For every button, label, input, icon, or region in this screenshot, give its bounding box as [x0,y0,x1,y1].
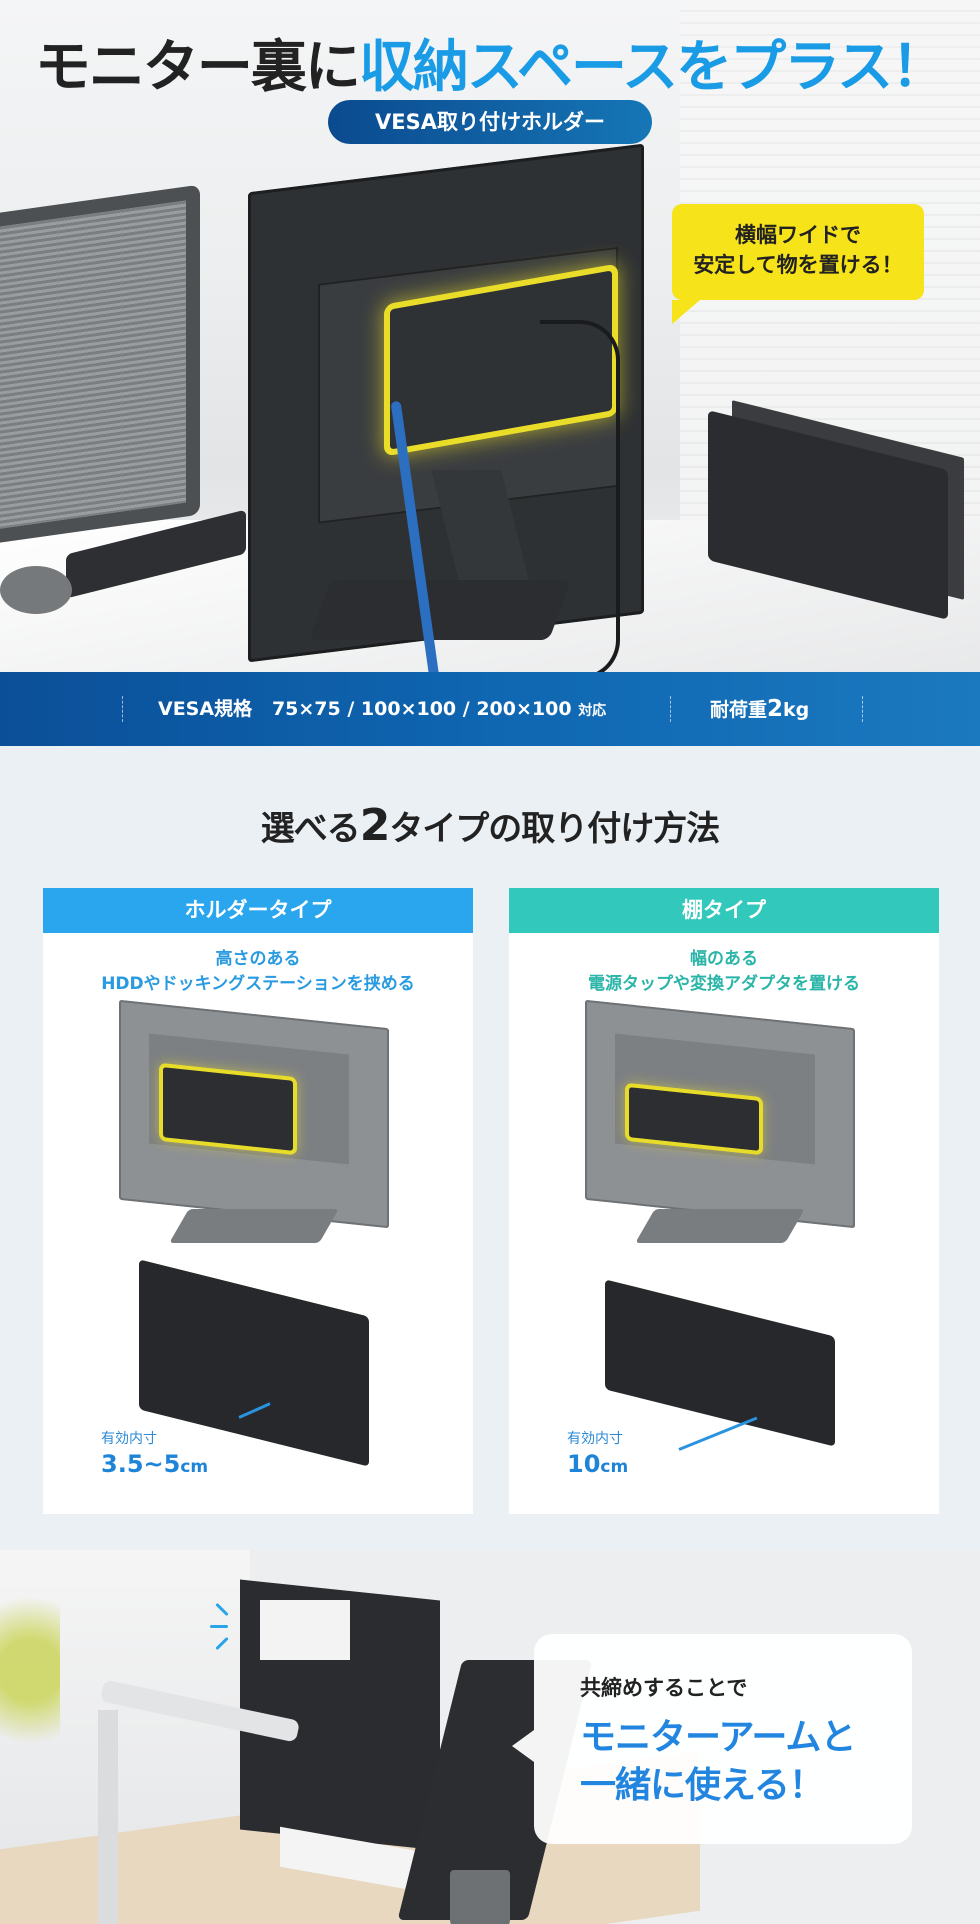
types-heading: 選べる2タイプの取り付け方法 [0,800,980,851]
load-spec: 耐荷重2kg [710,696,809,723]
dim-number: 3.5~5 [101,1450,181,1478]
divider [862,696,863,722]
emphasis-line [215,1636,229,1651]
desc-line-1: 高さのある [215,949,301,969]
desc-line-2: HDDやドッキングステーションを挟める [101,974,415,994]
dimension-value: 10cm [567,1450,628,1478]
load-label: 耐荷重 [710,699,768,721]
desc-line-2: 電源タップや変換アダプタを置ける [588,974,860,994]
arm-compat-callout: 共締めすることで モニターアームと 一緒に使える！ [512,1634,912,1844]
vesa-spec: VESA規格 75×75 / 100×100 / 200×100 対応 [158,696,606,724]
dim-unit: cm [600,1457,629,1477]
monitor-stand-base [309,580,571,640]
arm-headline: モニターアームと 一緒に使える！ [580,1714,856,1810]
dim-number: 10 [567,1450,601,1478]
heading-number: 2 [359,800,391,851]
heading-pre: 選べる [260,809,361,849]
holder-mounted-image [119,999,399,1244]
arm-pole-image [98,1710,118,1924]
dimension-info: 有効内寸 10cm [567,1428,628,1478]
dimension-value: 3.5~5cm [101,1450,208,1478]
callout-bubble: 横幅ワイドで 安定して物を置ける！ [672,204,924,324]
dim-unit: cm [180,1457,209,1477]
spec-bar: VESA規格 75×75 / 100×100 / 200×100 対応 耐荷重2… [0,672,980,746]
arm-line-3: 一緒に使える！ [580,1765,825,1806]
holder-type-card: ホルダータイプ 高さのある HDDやドッキングステーションを挟める 有効内寸 3… [43,888,473,1514]
heading-post: タイプの取り付け方法 [389,809,720,849]
emphasis-line [210,1625,228,1628]
card-description: 高さのある HDDやドッキングステーションを挟める [43,947,473,997]
vesa-suffix: 対応 [578,703,607,719]
mouse-image [0,566,72,614]
divider [670,696,671,722]
desc-line-1: 幅のある [690,949,758,969]
dimension-info: 有効内寸 3.5~5cm [101,1428,208,1478]
office-chair-image [0,184,200,546]
emphasis-line [215,1602,229,1617]
cable-image [540,320,620,672]
mini-pc-image [260,1600,350,1660]
shelf-mounted-image [585,999,865,1244]
arm-line-2: モニターアームと [580,1717,856,1758]
callout-line-1: 横幅ワイドで [735,223,861,247]
vesa-sizes: 75×75 / 100×100 / 200×100 [271,698,572,720]
callout-line-2: 安定して物を置ける！ [693,253,903,277]
card-header: 棚タイプ [509,888,939,933]
card-description: 幅のある 電源タップや変換アダプタを置ける [509,947,939,997]
arm-line-1: 共締めすることで [580,1676,748,1700]
vesa-label: VESA規格 [158,698,253,720]
dimension-arrow [678,1416,758,1451]
shelf-bracket-image [605,1279,835,1447]
card-header: ホルダータイプ [43,888,473,933]
main-title: モニター裏に収納スペースをプラス！ [0,22,980,103]
plant-image [0,1570,60,1770]
dimension-label: 有効内寸 [567,1431,623,1447]
load-value: 2 [767,696,784,722]
shelf-type-card: 棚タイプ 幅のある 電源タップや変換アダプタを置ける 有効内寸 10cm [509,888,939,1514]
product-name-pill: VESA取り付けホルダー [328,100,652,144]
divider [122,696,123,722]
dimension-label: 有効内寸 [101,1431,157,1447]
title-dark-part: モニター裏に [34,35,361,100]
load-unit: kg [783,699,810,721]
title-accent-part: 収納スペースをプラス！ [358,35,947,100]
mug-image [450,1870,510,1924]
